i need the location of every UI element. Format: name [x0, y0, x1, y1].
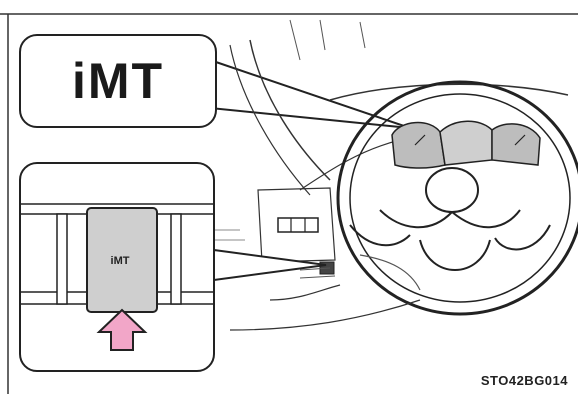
switch-closeup [21, 164, 215, 372]
instrument-cluster [392, 121, 540, 168]
steering-wheel [338, 82, 578, 314]
imt-callout-label: iMT [72, 52, 164, 110]
switch-callout-pointer [214, 250, 326, 280]
imt-callout: iMT [19, 34, 217, 128]
imt-switch-label: iMT [100, 255, 140, 267]
callout-pointer [210, 60, 410, 128]
figure-code: STO42BG014 [481, 373, 568, 388]
up-arrow-icon [99, 310, 145, 350]
switch-callout [19, 162, 215, 372]
